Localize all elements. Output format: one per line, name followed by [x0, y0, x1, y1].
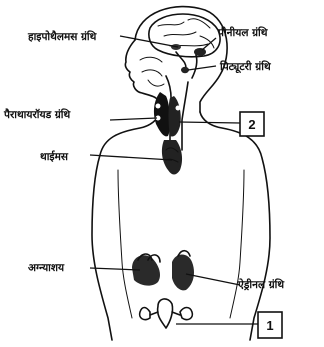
- label-pituitary: पिट्यूटरी ग्रंथि: [219, 60, 272, 74]
- pituitary-gland: [181, 67, 189, 73]
- adrenal-gland-right: [172, 255, 194, 291]
- brain: [140, 14, 220, 170]
- answer-box-2: 2: [240, 112, 264, 136]
- label-hypothalamus: हाइपोथैलमस ग्रंथि: [27, 30, 98, 43]
- label-thymus: थाईमस: [40, 150, 69, 163]
- label-pineal: पीनीयल ग्रंथि: [217, 26, 269, 39]
- answer-box-1: 1: [258, 312, 282, 338]
- label-adrenal: ऐड्रीनल ग्रंथि: [237, 278, 285, 291]
- label-pancreas: अग्न्याशय: [28, 262, 65, 274]
- pineal-gland: [194, 48, 206, 56]
- abdominal-glands: [132, 251, 194, 291]
- label-parathyroid: पैराथायरॉयड ग्रंथि: [3, 108, 72, 121]
- box-1-number: 1: [266, 318, 273, 333]
- box-2-number: 2: [248, 117, 255, 132]
- thyroid-parathyroid: [154, 92, 181, 137]
- thymus-gland: [162, 140, 182, 175]
